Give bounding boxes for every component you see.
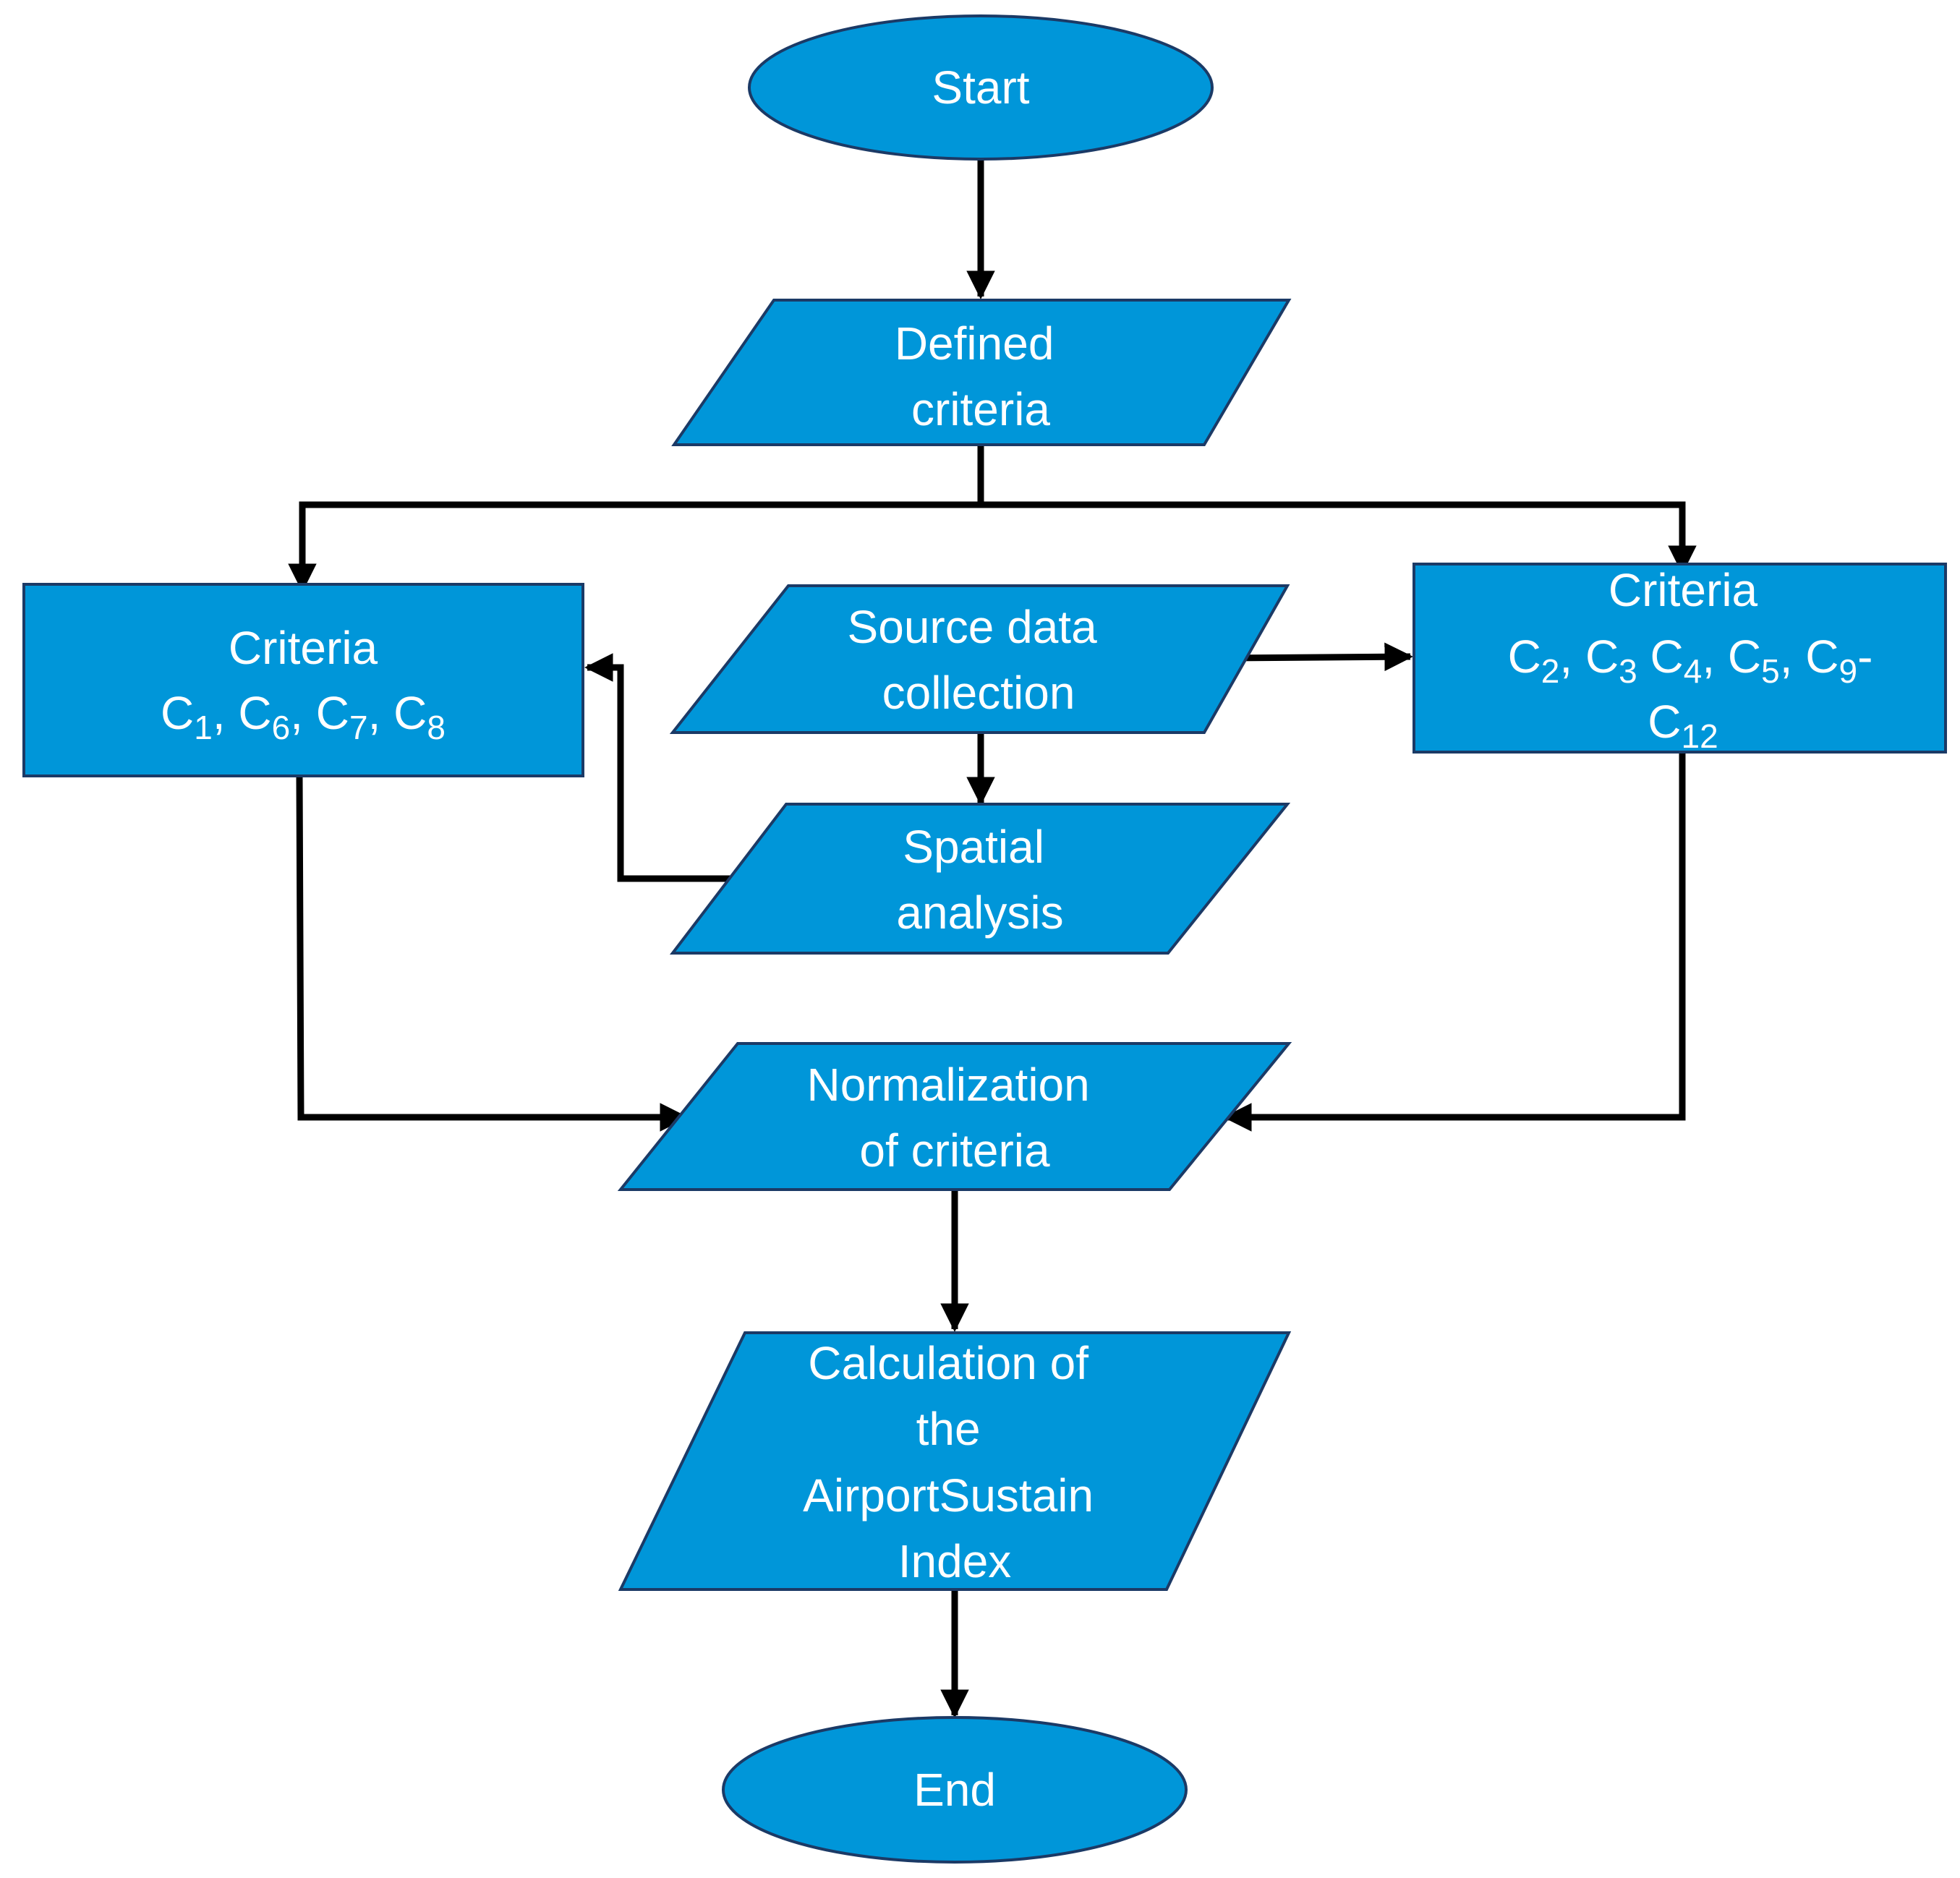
calculation-node: Calculation of the AirportSustain Index	[618, 1331, 1292, 1591]
calculation-shape	[618, 1331, 1292, 1591]
criterion-subscript: 3	[1619, 652, 1637, 690]
spatial-analysis-node: Spatial analysis	[669, 803, 1291, 955]
source-data-label: Source data collection	[848, 601, 1110, 719]
edge-criteria-right-to-normalization	[1223, 752, 1686, 1132]
defined-criteria-line-2: criteria	[911, 383, 1050, 435]
spatial-analysis-line-1: Spatial	[903, 821, 1044, 873]
criterion-subscript: 2	[1541, 652, 1560, 690]
calculation-line-1: Calculation of	[808, 1337, 1088, 1389]
criterion-symbol: C	[1648, 696, 1681, 748]
criterion-symbol: C	[1805, 631, 1838, 683]
start-label: Start	[932, 61, 1029, 114]
normalization-line-2: of criteria	[859, 1124, 1050, 1177]
start-shape	[748, 14, 1214, 161]
criterion-separator: -	[1857, 631, 1872, 683]
end-label: End	[913, 1764, 996, 1816]
edge-branch-to-criteria-right	[981, 501, 1697, 574]
source-data-line-1: Source data	[848, 601, 1098, 653]
normalization-node: Normalization of criteria	[617, 1042, 1292, 1191]
spatial-analysis-shape	[669, 803, 1291, 955]
end-node: End	[722, 1716, 1188, 1864]
criteria-right-node: Criteria C2, C3 C4, C5, C9- C12	[1413, 563, 1947, 755]
normalization-label: Normalization of criteria	[806, 1059, 1102, 1177]
criterion-separator	[1637, 631, 1650, 683]
criterion-subscript: 5	[1761, 652, 1780, 690]
criterion-symbol: C	[161, 687, 194, 739]
criterion-separator: ,	[1702, 631, 1728, 683]
normalization-line-1: Normalization	[806, 1059, 1089, 1111]
start-node: Start	[748, 14, 1214, 161]
criterion-subscript: 6	[272, 709, 291, 746]
source-data-node: Source data collection	[669, 584, 1290, 734]
edge-branch-to-criteria-left	[288, 501, 981, 592]
criterion-symbol: C	[393, 687, 427, 739]
criteria-left-title: Criteria	[229, 622, 378, 674]
criterion-symbol: C	[1508, 631, 1541, 683]
source-data-line-2: collection	[882, 667, 1075, 719]
criteria-left-list: C1, C6, C7, C8	[161, 687, 446, 746]
criterion-subscript: 9	[1839, 652, 1858, 690]
criterion-subscript: 4	[1684, 652, 1703, 690]
criterion-symbol: C	[1728, 631, 1761, 683]
criterion-subscript: 8	[427, 709, 446, 746]
criterion-symbol: C	[1585, 631, 1619, 683]
criterion-separator: ,	[213, 687, 239, 739]
criteria-left-shape	[22, 583, 584, 777]
criterion-subscript: 1	[194, 709, 213, 746]
criterion-symbol: C	[1650, 631, 1684, 683]
spatial-analysis-label: Spatial analysis	[896, 821, 1063, 939]
criteria-left-node: Criteria C1, C6, C7, C8	[22, 583, 584, 777]
edge-criteria-left-to-normalization	[296, 775, 689, 1132]
spatial-analysis-line-2: analysis	[896, 887, 1063, 939]
normalization-shape	[617, 1042, 1292, 1191]
criteria-right-last: C12	[1648, 696, 1718, 755]
criteria-right-title: Criteria	[1609, 564, 1758, 616]
defined-criteria-label: Defined criteria	[895, 317, 1067, 435]
calculation-line-2: the	[916, 1403, 981, 1455]
defined-criteria-shape	[671, 299, 1292, 446]
criteria-right-list: C2, C3 C4, C5, C9-	[1508, 631, 1873, 690]
criterion-subscript: 7	[349, 709, 368, 746]
criterion-separator: ,	[1780, 631, 1806, 683]
criterion-symbol: C	[316, 687, 349, 739]
criterion-subscript: 12	[1682, 717, 1718, 755]
criteria-right-shape	[1413, 563, 1947, 754]
edge-source-to-criteria-right	[1225, 642, 1413, 672]
criterion-separator: ,	[290, 687, 316, 739]
calculation-label: Calculation of the AirportSustain Index	[803, 1337, 1107, 1587]
edge-spatial-to-criteria-left	[584, 653, 735, 882]
defined-criteria-node: Defined criteria	[671, 299, 1292, 446]
criterion-symbol: C	[238, 687, 271, 739]
calculation-line-3: AirportSustain	[803, 1469, 1094, 1521]
source-data-shape	[669, 584, 1290, 734]
end-shape	[722, 1716, 1188, 1864]
criterion-separator: ,	[1559, 631, 1585, 683]
defined-criteria-line-1: Defined	[895, 317, 1054, 370]
calculation-line-4: Index	[898, 1535, 1012, 1587]
criterion-separator: ,	[368, 687, 394, 739]
